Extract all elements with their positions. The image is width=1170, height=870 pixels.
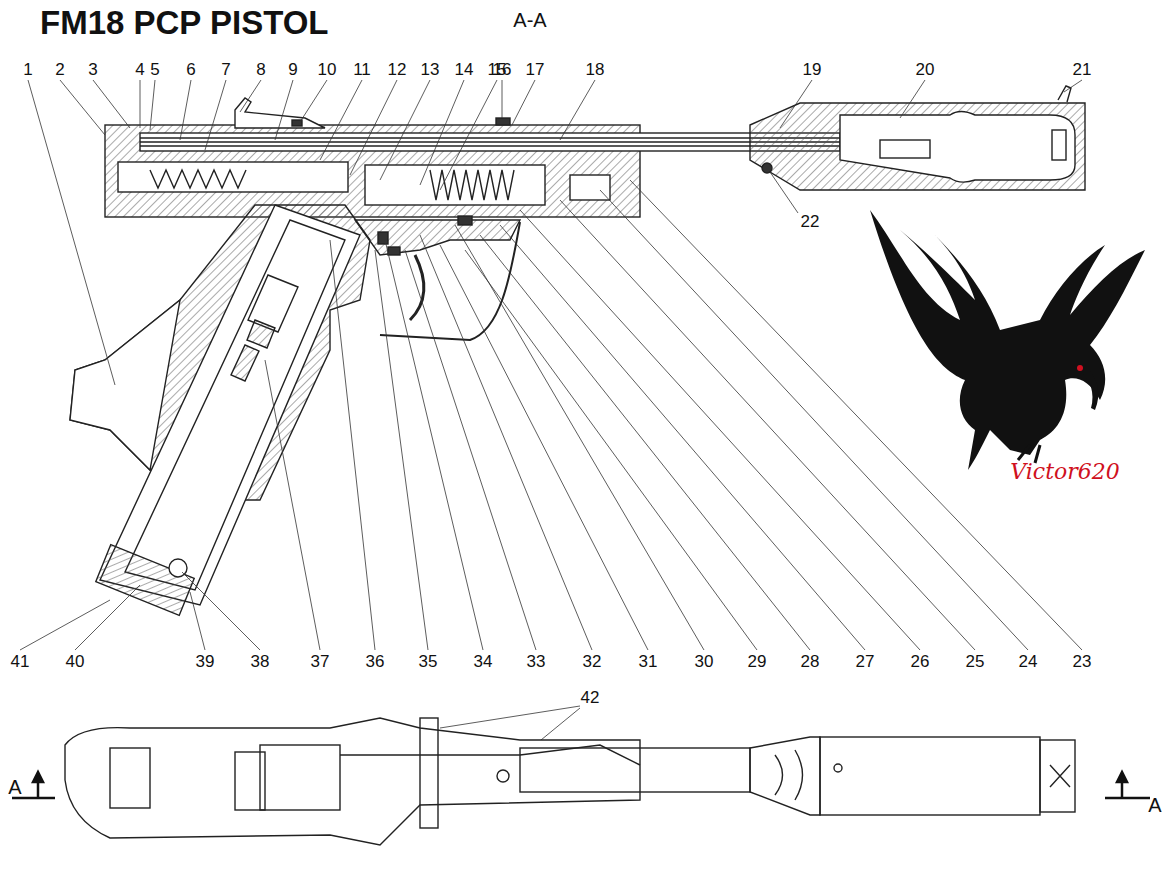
callout-number: 37 [311,653,330,671]
callout-number: 30 [695,653,714,671]
callout-number: 21 [1073,61,1092,79]
callout-number: 5 [150,61,159,79]
callout-number: 27 [856,653,875,671]
callout-number: 41 [11,653,30,671]
callout-number: 38 [251,653,270,671]
callout-number: 6 [186,61,195,79]
callout-number: 24 [1019,653,1038,671]
callout-number: 1 [23,61,32,79]
callout-number: 40 [66,653,85,671]
callout-number: 28 [801,653,820,671]
watermark: Victor620 [1010,463,1119,481]
callout-number: 23 [1073,653,1092,671]
callout-number: 32 [583,653,602,671]
callout-number: 36 [366,653,385,671]
callout-number: 10 [318,61,337,79]
callout-number: 2 [55,61,64,79]
callout-number: 26 [911,653,930,671]
callout-number: 3 [88,61,97,79]
section-mark: A-A [513,11,546,29]
callout-number: 19 [803,61,822,79]
callout-number: 20 [916,61,935,79]
callout-number: 7 [221,61,230,79]
callout-number: 12 [388,61,407,79]
callout-number: 4 [135,61,144,79]
callout-number: 17 [526,61,545,79]
callout-number: 39 [196,653,215,671]
callout-number: 35 [419,653,438,671]
raven-logo [870,210,1145,470]
section-mark: A [1148,796,1161,814]
callout-number: 13 [421,61,440,79]
section-mark: A [8,778,21,796]
callout-number: 14 [455,61,474,79]
callout-number: 18 [586,61,605,79]
callout-number: 42 [581,689,600,707]
callout-number: 29 [748,653,767,671]
callout-number: 25 [966,653,985,671]
callout-number: 11 [353,61,371,79]
title: FM18 PCP PISTOL [40,4,329,42]
callout-number: 8 [256,61,265,79]
callout-number: 31 [639,653,658,671]
callout-number: 16 [493,61,512,79]
callout-number: 33 [527,653,546,671]
callout-number: 34 [474,653,493,671]
callout-number: 9 [288,61,297,79]
callout-number: 22 [801,213,820,231]
